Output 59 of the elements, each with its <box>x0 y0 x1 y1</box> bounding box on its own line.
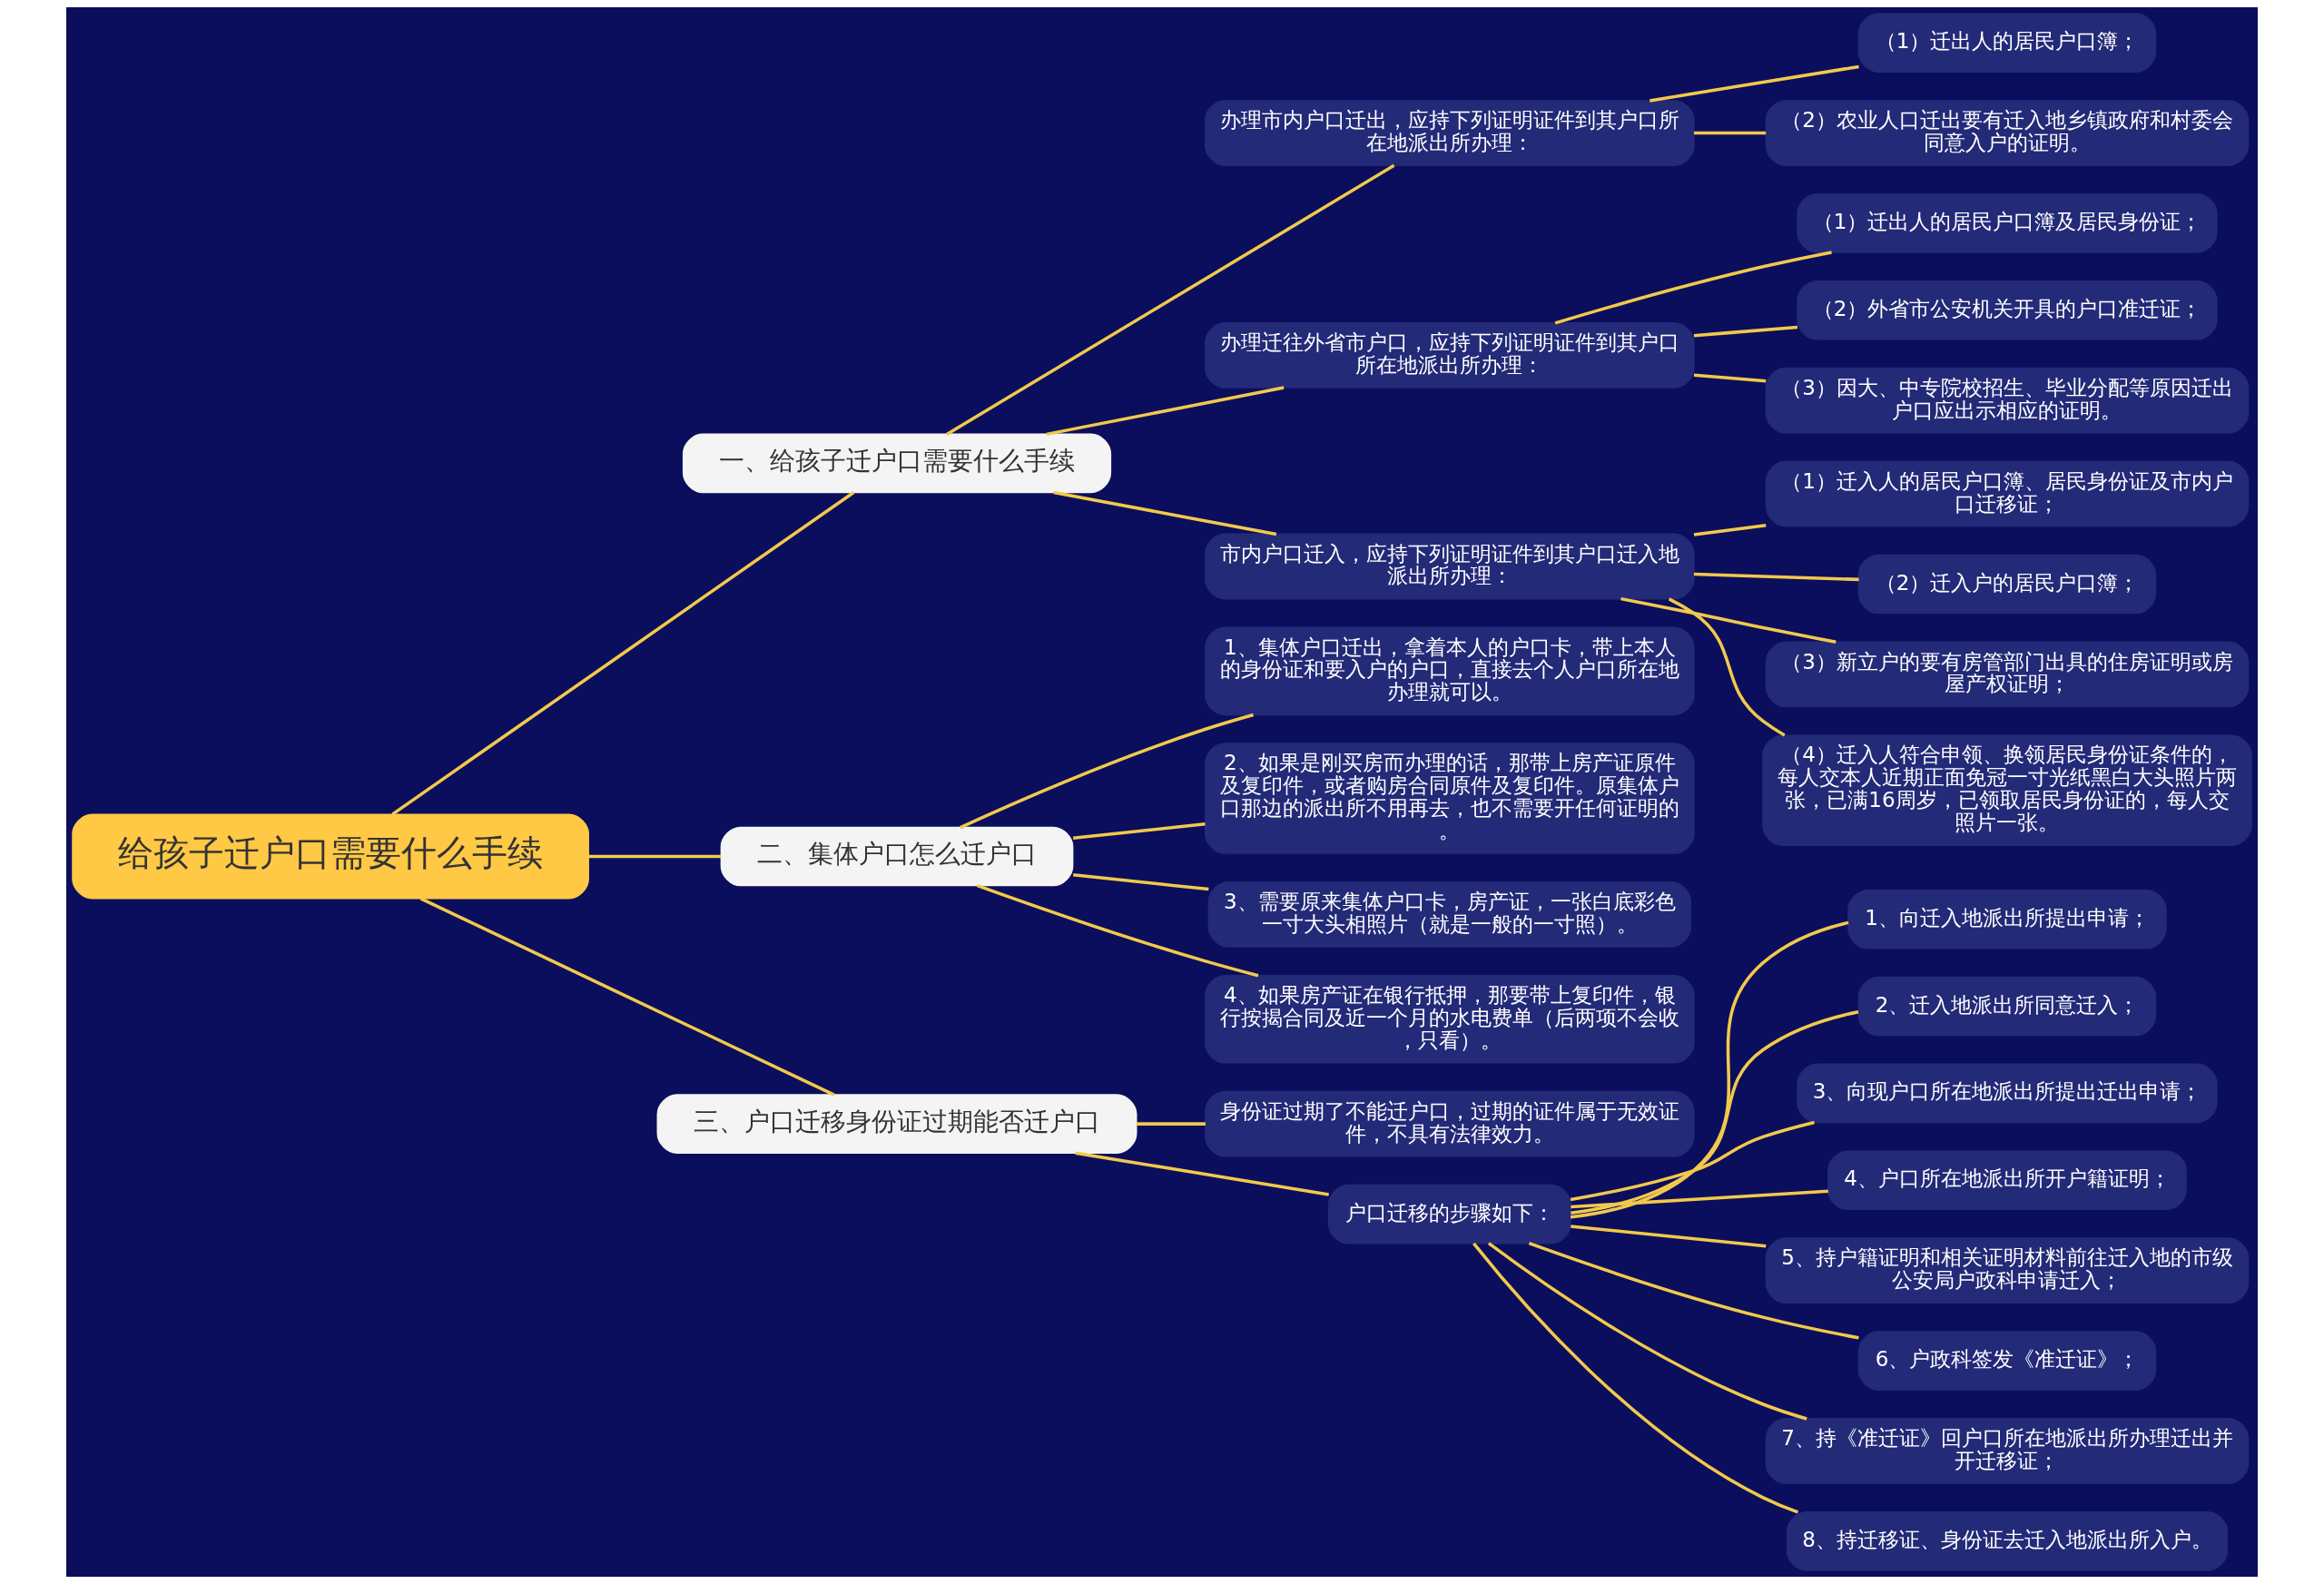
connector <box>1072 873 1209 891</box>
node-box: 7、持《准迁证》回户口所在地派出所办理迁出并开迁移证； <box>1765 1418 2250 1484</box>
node-box: 一、给孩子迁户口需要什么手续 <box>682 433 1112 494</box>
connector <box>588 854 722 859</box>
connector <box>1693 325 1798 338</box>
node-box: 2、迁入地派出所同意迁入； <box>1857 976 2157 1037</box>
node-box: 给孩子迁户口需要什么手续 <box>72 813 589 900</box>
node-box: 4、户口所在地派出所开户籍证明； <box>1827 1150 2187 1211</box>
node-box: 8、持迁移证、身份证去迁入地派出所入户。 <box>1786 1511 2229 1571</box>
node-box: （3）新立户的要有房管部门出具的住房证明或房屋产权证明； <box>1765 641 2250 708</box>
connector <box>391 491 855 816</box>
connector <box>1570 920 1849 1219</box>
connector <box>1620 596 1837 644</box>
node-box: （2）农业人口迁出要有迁入地乡镇政府和村委会同意入户的证明。 <box>1765 100 2250 166</box>
connector <box>1571 1225 1767 1248</box>
connector <box>946 163 1395 436</box>
node-box: （4）迁入人符合申领、换领居民身份证条件的，每人交本人近期正面免冠一寸光纸黑白大头照片两张，已满16周岁，已领取居民身份证的，每人交照片一张。 <box>1762 734 2252 846</box>
connector <box>419 897 835 1097</box>
node-box: （1）迁出人的居民户口簿； <box>1857 13 2157 73</box>
node-box: 4、如果房产证在银行抵押，那要带上复印件，银行按揭合同及近一个月的水电费单（后两项不会收，只看）。 <box>1205 974 1695 1064</box>
node-box: 1、集体户口迁出，拿着本人的户口卡，带上本人的身份证和要入户的户口，直接去个人户口所在地办理就可以。 <box>1205 626 1695 716</box>
connector <box>1571 1189 1828 1209</box>
connector <box>1528 1242 1859 1340</box>
node-box: 6、户政科签发《准迁证》； <box>1857 1331 2157 1391</box>
node-box: （2）外省市公安机关开具的户口准迁证； <box>1797 280 2218 340</box>
connector <box>960 713 1255 830</box>
connector <box>1554 251 1832 325</box>
node-box: （1）迁出人的居民户口簿及居民身份证； <box>1797 193 2218 253</box>
node-box: 1、向迁入地派出所提出申请； <box>1847 889 2167 949</box>
connector <box>1487 1242 1807 1421</box>
node-box: 3、需要原来集体户口卡，房产证，一张白底彩色一寸大头相照片（就是一般的一寸照）。 <box>1207 881 1692 948</box>
node-box: 身份证过期了不能迁户口，过期的证件属于无效证件，不具有法律效力。 <box>1205 1090 1695 1157</box>
node-box: 5、持户籍证明和相关证明材料前往迁入地的市级公安局户政科申请迁入； <box>1765 1237 2250 1304</box>
node-box: 3、向现户口所在地派出所提出迁出申请； <box>1797 1063 2218 1124</box>
connector <box>1570 1120 1815 1202</box>
node-box: 办理市内户口迁出，应持下列证明证件到其户口所在地派出所办理： <box>1205 100 1695 166</box>
connector <box>1693 523 1767 536</box>
connector <box>977 884 1259 978</box>
connector <box>1046 386 1285 437</box>
node-box: 办理迁往外省市户口，应持下列证明证件到其户口所在地派出所办理： <box>1205 322 1695 389</box>
node-box: （2）迁入户的居民户口簿； <box>1857 554 2157 615</box>
connector <box>1571 1010 1859 1215</box>
node-box: 2、如果是刚买房而办理的话，那带上房产证原件及复印件，或者购房合同原件及复印件。原集体户口那边的派出所不用再去，也不需要开任何证明的。 <box>1205 743 1695 854</box>
node-box: （1）迁入人的居民户口簿、居民身份证及市内户口迁移证； <box>1765 460 2250 527</box>
node-box: 二、集体户口怎么迁户口 <box>720 826 1074 887</box>
connector <box>1053 490 1277 536</box>
connector <box>1075 1151 1329 1196</box>
connector <box>1693 373 1767 383</box>
connector <box>1072 822 1206 840</box>
connector <box>1649 64 1859 103</box>
connector <box>1136 1122 1206 1126</box>
node-box: （3）因大、中专院校招生、毕业分配等原因迁出户口应出示相应的证明。 <box>1765 367 2250 434</box>
connector <box>1693 572 1859 582</box>
node-box: 户口迁移的步骤如下： <box>1327 1184 1571 1245</box>
connector <box>1694 131 1767 135</box>
node-box: 三、户口迁移身份证过期能否迁户口 <box>656 1094 1137 1154</box>
connector <box>1472 1242 1799 1514</box>
connector <box>1668 597 1786 737</box>
node-box: 市内户口迁入，应持下列证明证件到其户口迁入地派出所办理： <box>1205 533 1695 600</box>
